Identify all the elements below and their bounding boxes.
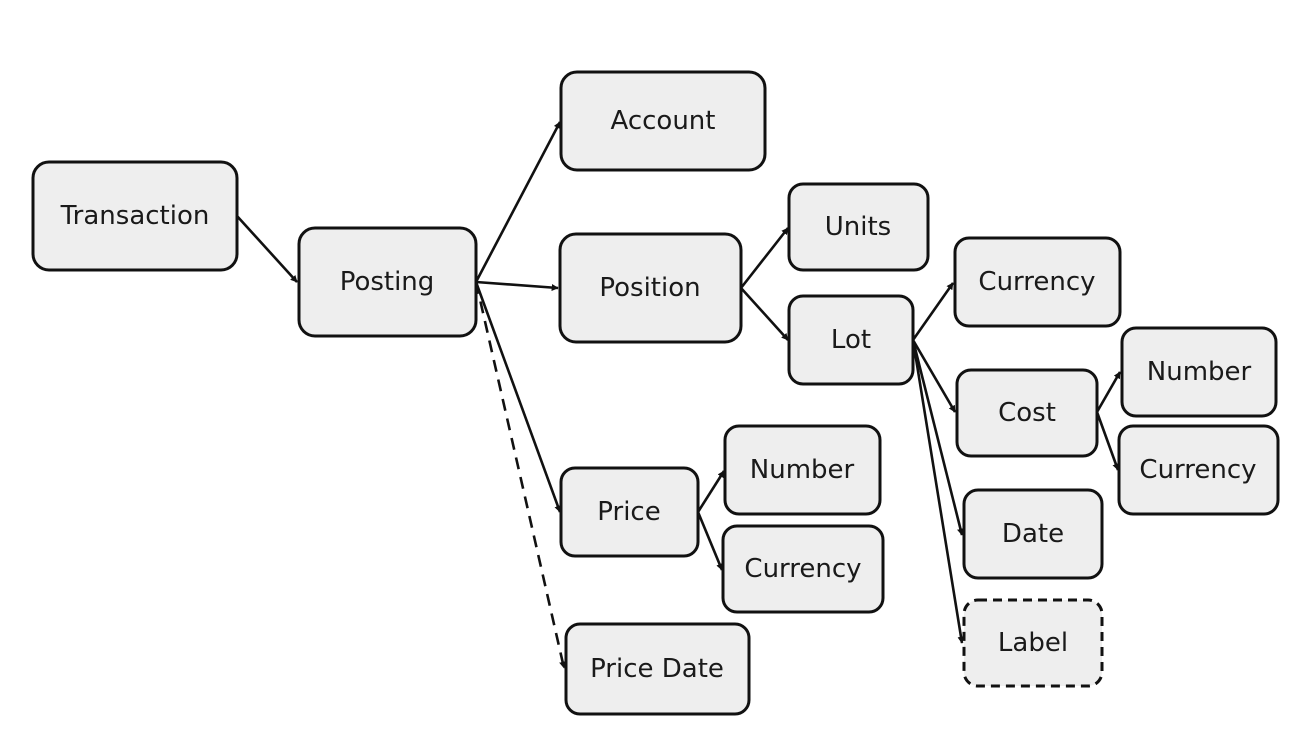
node-price-date-label: Price Date: [590, 654, 724, 684]
node-price-currency: Currency: [721, 524, 885, 614]
node-price-label: Price: [597, 497, 660, 527]
node-price: Price: [559, 466, 700, 558]
node-lot-currency-label: Currency: [978, 267, 1095, 297]
edge-posting-position: [475, 280, 559, 292]
node-units-label: Units: [825, 212, 891, 242]
node-date: Date: [962, 488, 1104, 580]
node-posting: Posting: [297, 226, 478, 338]
node-transaction-label: Transaction: [60, 201, 210, 231]
node-cost-number-label: Number: [1147, 357, 1252, 387]
edge-position-lot: [740, 287, 789, 341]
edge-lot-label: [911, 339, 965, 644]
node-position-label: Position: [599, 273, 700, 303]
edge-cost-currency: [1095, 411, 1120, 471]
node-price-number-label: Number: [750, 455, 855, 485]
node-lot: Lot: [787, 294, 915, 386]
node-cost-currency: Currency: [1117, 424, 1280, 516]
edge-position-units: [739, 227, 790, 289]
node-position: Position: [558, 232, 743, 344]
node-price-date: Price Date: [564, 622, 751, 716]
node-cost-currency-label: Currency: [1139, 455, 1256, 485]
edge-posting-price: [474, 281, 562, 513]
edge-transaction-posting: [236, 215, 298, 283]
edge-cost-number: [1095, 371, 1122, 413]
node-cost: Cost: [955, 368, 1099, 458]
edge-lot-currency: [911, 282, 955, 341]
node-label: Label: [962, 598, 1104, 688]
node-account: Account: [559, 70, 767, 172]
edges: [236, 121, 1122, 669]
node-price-currency-label: Currency: [744, 554, 861, 584]
edge-posting-account: [474, 121, 562, 283]
edge-price-number: [696, 470, 726, 513]
node-units: Units: [787, 182, 930, 272]
node-label-label: Label: [998, 628, 1068, 658]
node-cost-number: Number: [1120, 326, 1278, 418]
node-transaction: Transaction: [31, 160, 239, 272]
edge-lot-cost: [911, 339, 957, 413]
node-lot-label: Lot: [831, 325, 871, 355]
edge-posting-price-date: [474, 281, 567, 669]
edge-price-currency: [696, 511, 724, 571]
node-cost-label: Cost: [998, 398, 1056, 428]
node-account-label: Account: [611, 106, 716, 136]
edge-lot-date: [911, 339, 964, 536]
node-lot-currency: Currency: [953, 236, 1122, 328]
node-posting-label: Posting: [340, 267, 435, 297]
node-price-number: Number: [723, 424, 882, 516]
node-date-label: Date: [1002, 519, 1064, 549]
